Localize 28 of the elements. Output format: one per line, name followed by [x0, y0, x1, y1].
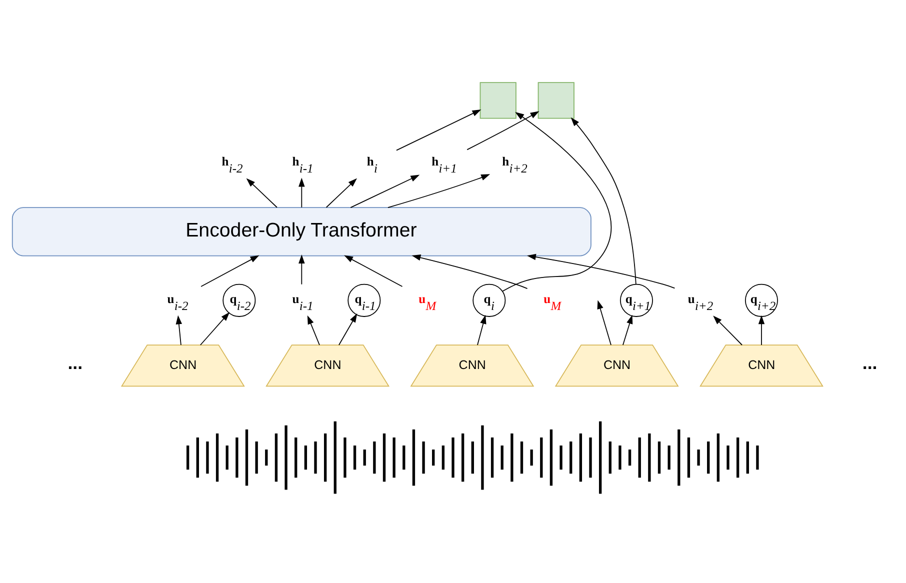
arrow	[298, 178, 305, 208]
arrow	[713, 316, 742, 346]
arrow	[622, 314, 633, 346]
arrow	[477, 314, 486, 346]
arrow	[412, 254, 528, 289]
arrow	[200, 255, 260, 287]
node-box	[538, 82, 574, 119]
arrow	[466, 111, 540, 150]
arrow	[326, 178, 358, 208]
arrow	[350, 174, 420, 208]
arrow	[388, 174, 490, 208]
arrow	[246, 178, 278, 208]
arrow	[298, 254, 305, 285]
arrow	[338, 313, 358, 346]
arrow	[758, 315, 765, 346]
arrow	[396, 109, 482, 151]
arrow	[597, 300, 612, 346]
arrow	[200, 312, 230, 346]
arrow	[502, 112, 612, 292]
node-box: Encoder-Only Transformer	[12, 207, 592, 256]
arrow	[307, 315, 320, 346]
arrow	[176, 315, 182, 346]
arrow	[526, 254, 676, 289]
label: ...	[862, 353, 878, 374]
arrow	[344, 255, 403, 287]
label: ...	[68, 353, 83, 374]
node-box	[480, 82, 516, 119]
arrow	[570, 117, 636, 285]
